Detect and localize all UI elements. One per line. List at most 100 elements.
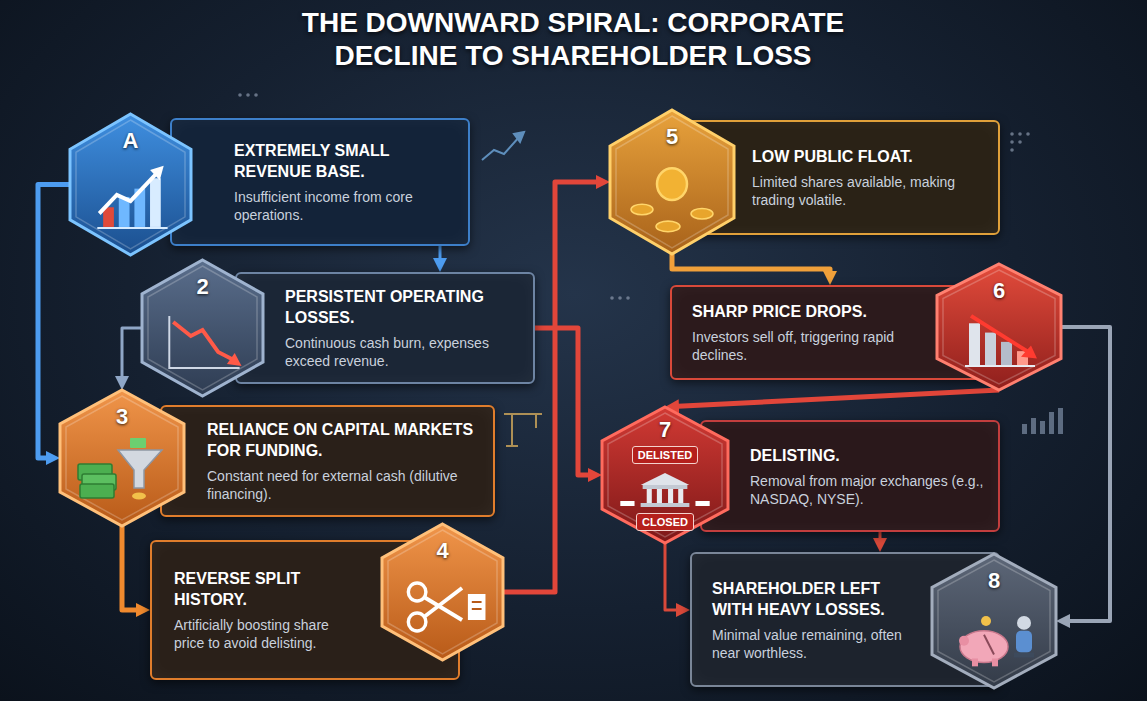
diagram-title: THE DOWNWARD SPIRAL: CORPORATE DECLINE T… (273, 6, 873, 72)
hexagon-inner-line (76, 120, 185, 249)
step-icon-part (130, 438, 146, 448)
mini-bars (1022, 408, 1063, 434)
step-icon-part (620, 501, 634, 506)
step-heading: PERSISTENT OPERATING LOSSES. (285, 286, 519, 328)
callout-number: A (123, 128, 139, 154)
step-hexagon: 8 (930, 552, 1058, 690)
crane-icon (504, 414, 542, 446)
step-icon-part (992, 658, 998, 666)
mini-bar (1031, 418, 1036, 434)
step-hexagon: 7DELISTED CLOSED (600, 405, 730, 545)
callout-number: 2 (196, 274, 208, 300)
flow-arrow (122, 328, 142, 382)
crane-cable (535, 414, 537, 428)
mini-chart (482, 132, 524, 160)
dot (1010, 140, 1014, 144)
step-icon-part (971, 316, 1027, 351)
mini-bar (1058, 408, 1063, 434)
step-icon-part (1014, 653, 1034, 658)
flow-arrow (1061, 327, 1110, 621)
step-hexagon: 5 (608, 108, 736, 256)
step-icon (631, 168, 713, 231)
step-icon (78, 438, 162, 500)
mini-bar (1049, 412, 1054, 434)
callout-number: 4 (436, 538, 448, 564)
step-heading: SHAREHOLDER LEFT WITH HEAVY LOSSES. (712, 578, 918, 620)
step-heading: SHARP PRICE DROPS. (692, 301, 922, 322)
step-icon-part (1017, 616, 1031, 630)
hexagon-inner-line (943, 270, 1055, 384)
step-icon (620, 473, 709, 507)
step-description: Continuous cash burn, expenses exceed re… (285, 334, 519, 370)
step-description: Constant need for external cash (dilutiv… (207, 467, 479, 503)
step-icon-part (981, 616, 991, 626)
step-icon-part (169, 316, 239, 368)
step-heading: REVERSE SPLIT HISTORY. (174, 568, 363, 610)
step-icon-part (472, 601, 482, 603)
crane-mast (511, 414, 513, 446)
step-hexagon: 6 (935, 262, 1063, 392)
step-icon-part (985, 333, 996, 366)
step-description: Investors sell off, triggering rapid dec… (692, 328, 922, 364)
step-icon-part (657, 489, 662, 503)
hexagon-inner-line (616, 116, 728, 248)
dot (246, 93, 250, 97)
flow-arrow (439, 246, 442, 264)
flow-arrow (665, 543, 682, 610)
step-icon-part (80, 484, 114, 498)
step-icon (97, 166, 167, 228)
step-icon-part (656, 221, 680, 232)
flow-arrow (672, 254, 830, 277)
hexagon-inner-line (608, 413, 722, 537)
mini-chart-head (514, 132, 524, 142)
callout-number: 3 (116, 404, 128, 430)
step-icon-part (468, 594, 486, 620)
hexagon-inner-line (938, 560, 1050, 682)
dot (1018, 140, 1022, 144)
step-icon-part (984, 635, 994, 655)
step-description: Minimal value remaining, often near wort… (712, 626, 918, 662)
step-icon-part (631, 204, 653, 215)
step-icon-part (959, 636, 969, 646)
step-icon-part (960, 631, 1008, 663)
flow-arrow (673, 390, 999, 407)
step-description: Limited shares available, making trading… (752, 173, 984, 209)
flow-arrow (503, 182, 602, 592)
step-icon-part (99, 174, 156, 213)
step-icon-part (1001, 342, 1012, 365)
step-icon (169, 316, 241, 368)
sign-label: CLOSED (636, 513, 694, 531)
step-heading: RELIANCE ON CAPITAL MARKETS FOR FUNDING. (207, 419, 479, 461)
step-icon-part (691, 208, 713, 219)
dot (610, 296, 614, 300)
step-icon-part (641, 503, 690, 507)
step-heading: LOW PUBLIC FLOAT. (752, 146, 984, 167)
flow-arrow (38, 185, 70, 459)
step-icon-part (668, 489, 673, 503)
step-icon-part (1016, 631, 1032, 653)
hexagon-inner-line (148, 266, 257, 390)
step-icon (965, 316, 1037, 366)
step-icon-part (657, 168, 687, 200)
step-icon-part (227, 353, 242, 366)
step-icon-part (472, 608, 482, 610)
step-icon-part (1021, 346, 1037, 359)
step-icon-part (424, 588, 462, 617)
step-icon-part (150, 166, 164, 180)
hexagon-inner-line (66, 396, 178, 520)
step-icon-part (118, 450, 162, 488)
flow-arrow (879, 532, 882, 544)
dot (626, 296, 630, 300)
step-icon-part (678, 489, 683, 503)
step-panel: DELISTING.Removal from major exchanges (… (700, 420, 1000, 532)
step-icon-part (641, 473, 690, 485)
step-heading: DELISTING. (750, 445, 984, 466)
callout-number: 7 (659, 417, 671, 443)
step-description: Insufficient income from core operations… (234, 188, 454, 224)
step-icon-part (132, 493, 146, 500)
mini-bar (1040, 421, 1045, 434)
flow-arrow (122, 526, 142, 610)
step-hexagon: 2 (140, 258, 265, 398)
sign-label: DELISTED (632, 446, 698, 464)
